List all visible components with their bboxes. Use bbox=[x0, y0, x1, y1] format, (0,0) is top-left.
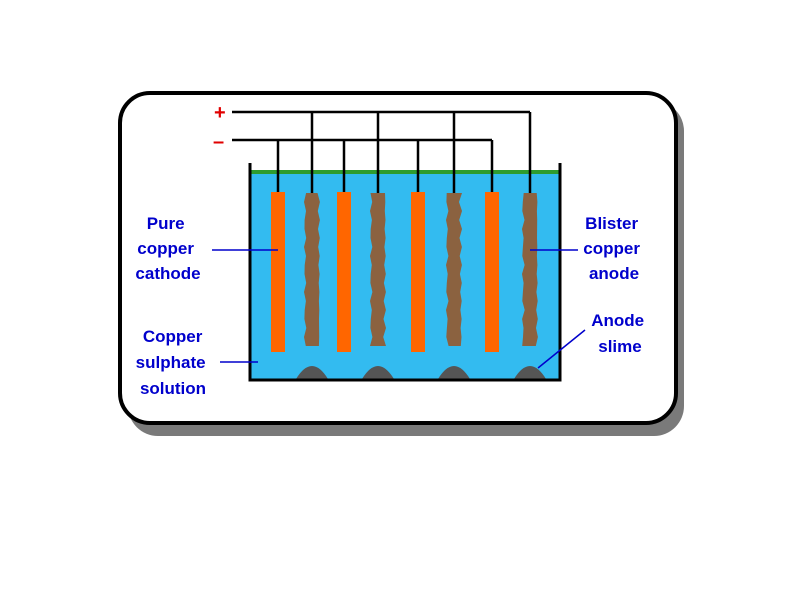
anode-label: Blister copper anode bbox=[583, 214, 644, 283]
anode-plate bbox=[522, 193, 538, 346]
solution-label-line: solution bbox=[140, 379, 206, 398]
electrode-drop-wires bbox=[276, 112, 532, 193]
slime-label-line: Anode bbox=[591, 311, 644, 330]
solution-label: Copper sulphate solution bbox=[136, 327, 211, 398]
anode-slime-pile bbox=[362, 366, 394, 379]
cathode-group bbox=[271, 192, 499, 352]
cathode-plate bbox=[337, 192, 351, 352]
anode-plate bbox=[446, 193, 462, 346]
cathode-plate bbox=[485, 192, 499, 352]
slime-label: Anode slime bbox=[591, 311, 649, 356]
anode-slime-piles bbox=[296, 366, 546, 379]
anode-slime-pile bbox=[514, 366, 546, 379]
slime-label-line: slime bbox=[598, 337, 641, 356]
negative-terminal-sign: – bbox=[213, 131, 224, 153]
anode-label-line: Blister bbox=[585, 214, 638, 233]
solution-label-line: Copper bbox=[143, 327, 203, 346]
anode-label-line: copper bbox=[583, 239, 640, 258]
cathode-plate bbox=[411, 192, 425, 352]
wiring bbox=[232, 110, 530, 142]
anode-group bbox=[304, 193, 538, 346]
positive-terminal-sign: + bbox=[214, 102, 226, 124]
anode-slime-pile bbox=[438, 366, 470, 379]
solution-label-line: sulphate bbox=[136, 353, 206, 372]
anode-plate bbox=[304, 193, 320, 346]
cathode-plate bbox=[271, 192, 285, 352]
anode-label-line: anode bbox=[589, 264, 639, 283]
tank-walls bbox=[248, 163, 562, 382]
cathode-label-line: copper bbox=[137, 239, 194, 258]
cathode-label-line: cathode bbox=[135, 264, 200, 283]
copper-sulphate-solution bbox=[250, 172, 560, 380]
anode-plate bbox=[370, 193, 386, 346]
cathode-label: Pure copper cathode bbox=[135, 214, 200, 283]
cathode-label-line: Pure bbox=[147, 214, 185, 233]
slime-leader-line bbox=[537, 329, 586, 369]
anode-slime-pile bbox=[296, 366, 328, 379]
